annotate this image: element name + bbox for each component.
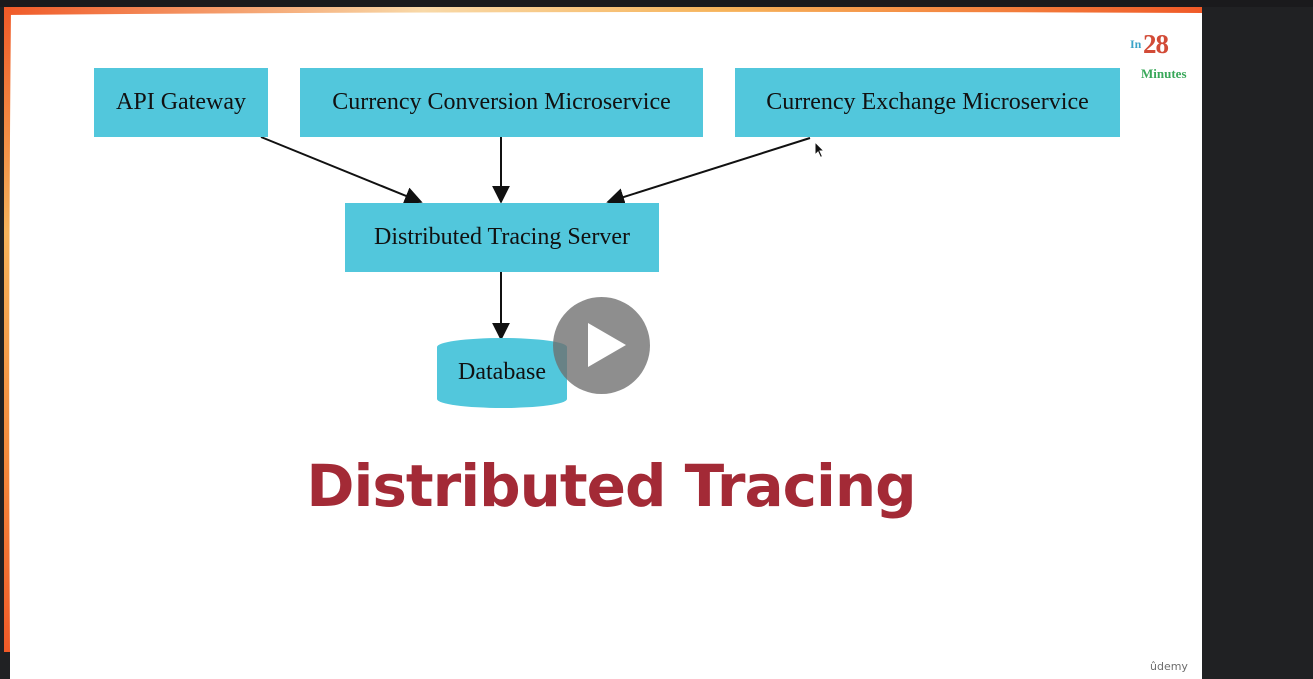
mouse-cursor-icon (814, 141, 826, 159)
database-label: Database (458, 358, 546, 385)
udemy-watermark: ûdemy (1150, 660, 1188, 673)
edge-api-to-tracing (260, 136, 423, 205)
currency-conversion-node: Currency Conversion Microservice (300, 68, 703, 137)
slide-corner-mask (0, 652, 10, 679)
play-icon (588, 323, 626, 367)
logo-number: 28 (1143, 29, 1169, 59)
play-button[interactable] (553, 297, 650, 394)
database-cylinder (437, 338, 567, 408)
window-top-strip (0, 0, 1313, 7)
accent-top-border (4, 7, 1202, 15)
accent-left-border (4, 7, 11, 652)
tracing-server-node: Distributed Tracing Server (345, 203, 659, 272)
slide-title: Distributed Tracing (306, 452, 916, 520)
api-gateway-node: API Gateway (94, 68, 268, 137)
video-slide[interactable]: In 28 Minutes API Gateway Currency Conve… (4, 7, 1202, 679)
diagram-edges (260, 136, 811, 408)
in28minutes-logo: In 28 Minutes (1128, 29, 1190, 81)
logo-prefix: In (1130, 37, 1142, 51)
edge-exchange-to-tracing (606, 137, 811, 206)
currency-exchange-node: Currency Exchange Microservice (735, 68, 1120, 137)
logo-suffix: Minutes (1141, 66, 1187, 81)
